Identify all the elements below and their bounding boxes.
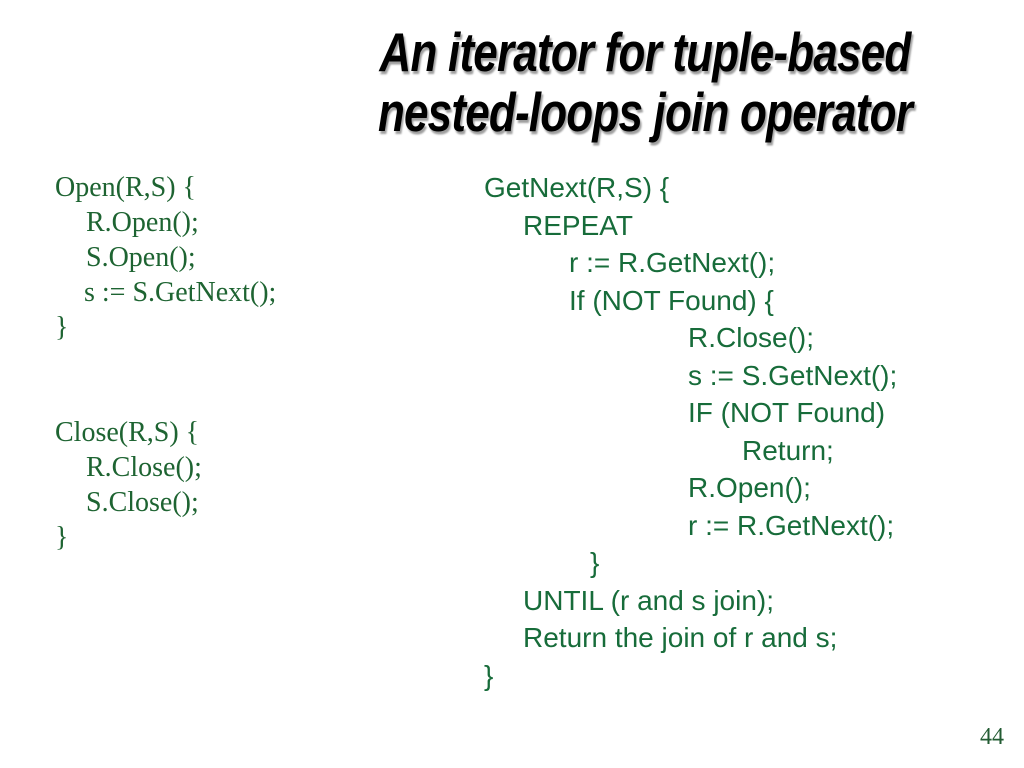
code-line xyxy=(55,380,276,415)
code-line: } xyxy=(590,547,600,578)
code-line: IF (NOT Found) xyxy=(688,397,886,428)
code-line: } xyxy=(55,522,69,553)
code-line: GetNext(R,S) { xyxy=(484,172,670,203)
code-line: s := S.GetNext(); xyxy=(84,277,277,308)
code-line: Return the join of r and s; xyxy=(523,622,838,653)
slide-title: An iterator for tuple-based nested-loops… xyxy=(377,21,913,143)
code-line: If (NOT Found) { xyxy=(569,284,774,316)
code-line: } xyxy=(55,312,69,343)
code-line: R.Open(); xyxy=(86,207,199,238)
slide-title-line-1: An iterator for tuple-based xyxy=(379,21,912,83)
code-line: R.Open(); xyxy=(688,472,811,503)
code-line: r := R.GetNext(); xyxy=(688,509,895,541)
code-line xyxy=(55,345,276,380)
code-line: r := R.GetNext(); xyxy=(569,247,776,278)
open-close-code-block: Open(R,S) { R.Open(); S.Open(); s := S.GetN… xyxy=(55,170,276,555)
code-line: S.Close(); xyxy=(86,487,199,518)
code-line: R.Close(); xyxy=(86,452,202,483)
code-line: } xyxy=(484,659,494,691)
code-line: R.Close(); xyxy=(688,322,815,353)
slide-title-line-2: nested-loops join operator xyxy=(377,81,913,143)
getnext-code-block: GetNext(R,S) { REPEAT r := R.GetNext(); If … xyxy=(484,169,897,694)
code-line: UNTIL (r and s join); xyxy=(523,584,775,616)
code-line: Close(R,S) { xyxy=(55,417,200,448)
code-line: S.Open(); xyxy=(86,242,196,273)
code-line: s := S.GetNext(); xyxy=(688,359,898,391)
page-number: 44 xyxy=(980,724,1004,750)
code-line: Return; xyxy=(742,434,834,466)
code-line: Open(R,S) { xyxy=(55,172,196,203)
code-line: REPEAT xyxy=(523,209,633,241)
